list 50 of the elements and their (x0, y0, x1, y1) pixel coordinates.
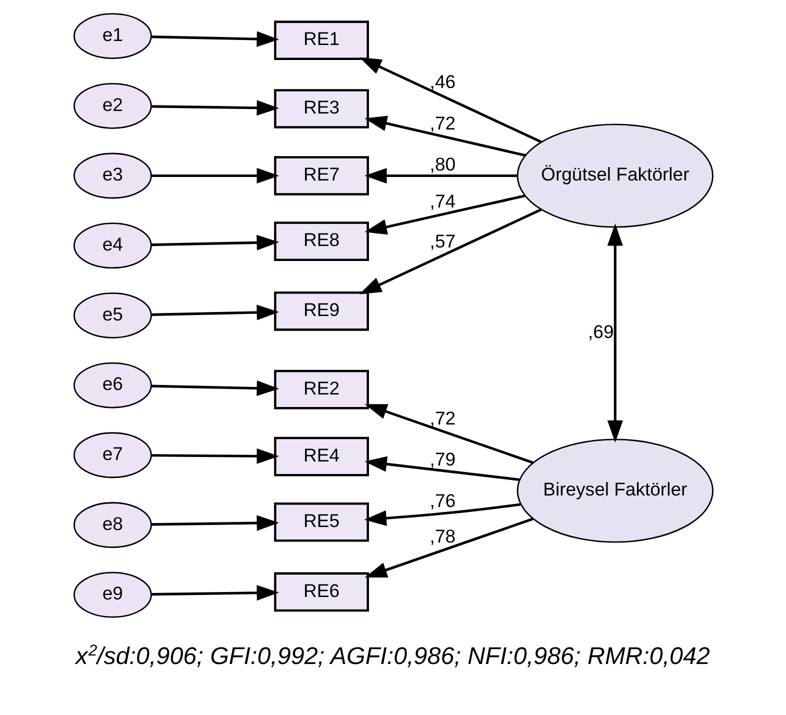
node-box: RE7 (274, 156, 368, 196)
node-box: RE1 (274, 20, 368, 60)
arrow (364, 194, 524, 235)
edge-label: ,72 (429, 407, 456, 428)
arrow (150, 515, 279, 531)
arrow (150, 380, 279, 396)
arrow (150, 100, 279, 116)
edge-label: ,80 (429, 154, 456, 175)
arrow (150, 31, 279, 47)
node-box: RE3 (274, 89, 368, 128)
edge-label: ,74 (429, 190, 456, 212)
node-box: RE6 (274, 572, 368, 612)
edge-label: ,79 (429, 448, 456, 470)
node-ellipse: e2 (72, 82, 152, 129)
caption: x$^{2}$/sd:0,906; GFI:0,992; AGFI:0,986; NFI:0,986; RMR:0,042 (75, 642, 710, 670)
node-box: RE5 (274, 502, 368, 542)
node-ellipse: e1 (72, 13, 152, 60)
node-ellipse: e5 (72, 292, 152, 338)
arrow (364, 404, 533, 464)
edge-label: ,76 (429, 490, 456, 512)
edge-label: ,57 (429, 230, 456, 252)
arrow (364, 503, 520, 526)
arrow (358, 208, 542, 294)
node-box: RE2 (274, 370, 368, 410)
arrow (364, 518, 533, 578)
node-ellipse: e3 (72, 152, 152, 199)
arrow (150, 585, 279, 601)
arrow (150, 168, 279, 184)
arrow (150, 304, 279, 320)
node-ellipse: Örgütsel Faktörler (516, 124, 714, 228)
arrow (150, 234, 279, 250)
node-box: RE9 (274, 292, 368, 331)
node-ellipse: e9 (72, 572, 152, 618)
edge-label: ,72 (429, 112, 456, 134)
arrow (364, 456, 519, 481)
arrow (364, 116, 526, 157)
node-ellipse: e4 (72, 222, 152, 269)
arrow (358, 57, 542, 144)
edge-label: ,46 (429, 70, 456, 92)
node-ellipse: e7 (72, 432, 152, 478)
arrow (606, 223, 622, 443)
edge-label: ,69 (588, 321, 614, 342)
node-box: RE8 (274, 222, 368, 261)
node-ellipse: e8 (72, 502, 152, 548)
node-box: RE4 (274, 436, 368, 476)
node-ellipse: e6 (72, 362, 152, 408)
node-ellipse: Bireysel Faktörler (516, 438, 714, 543)
arrow (364, 168, 518, 184)
edge-label: ,78 (429, 526, 456, 547)
arrow (150, 448, 279, 464)
